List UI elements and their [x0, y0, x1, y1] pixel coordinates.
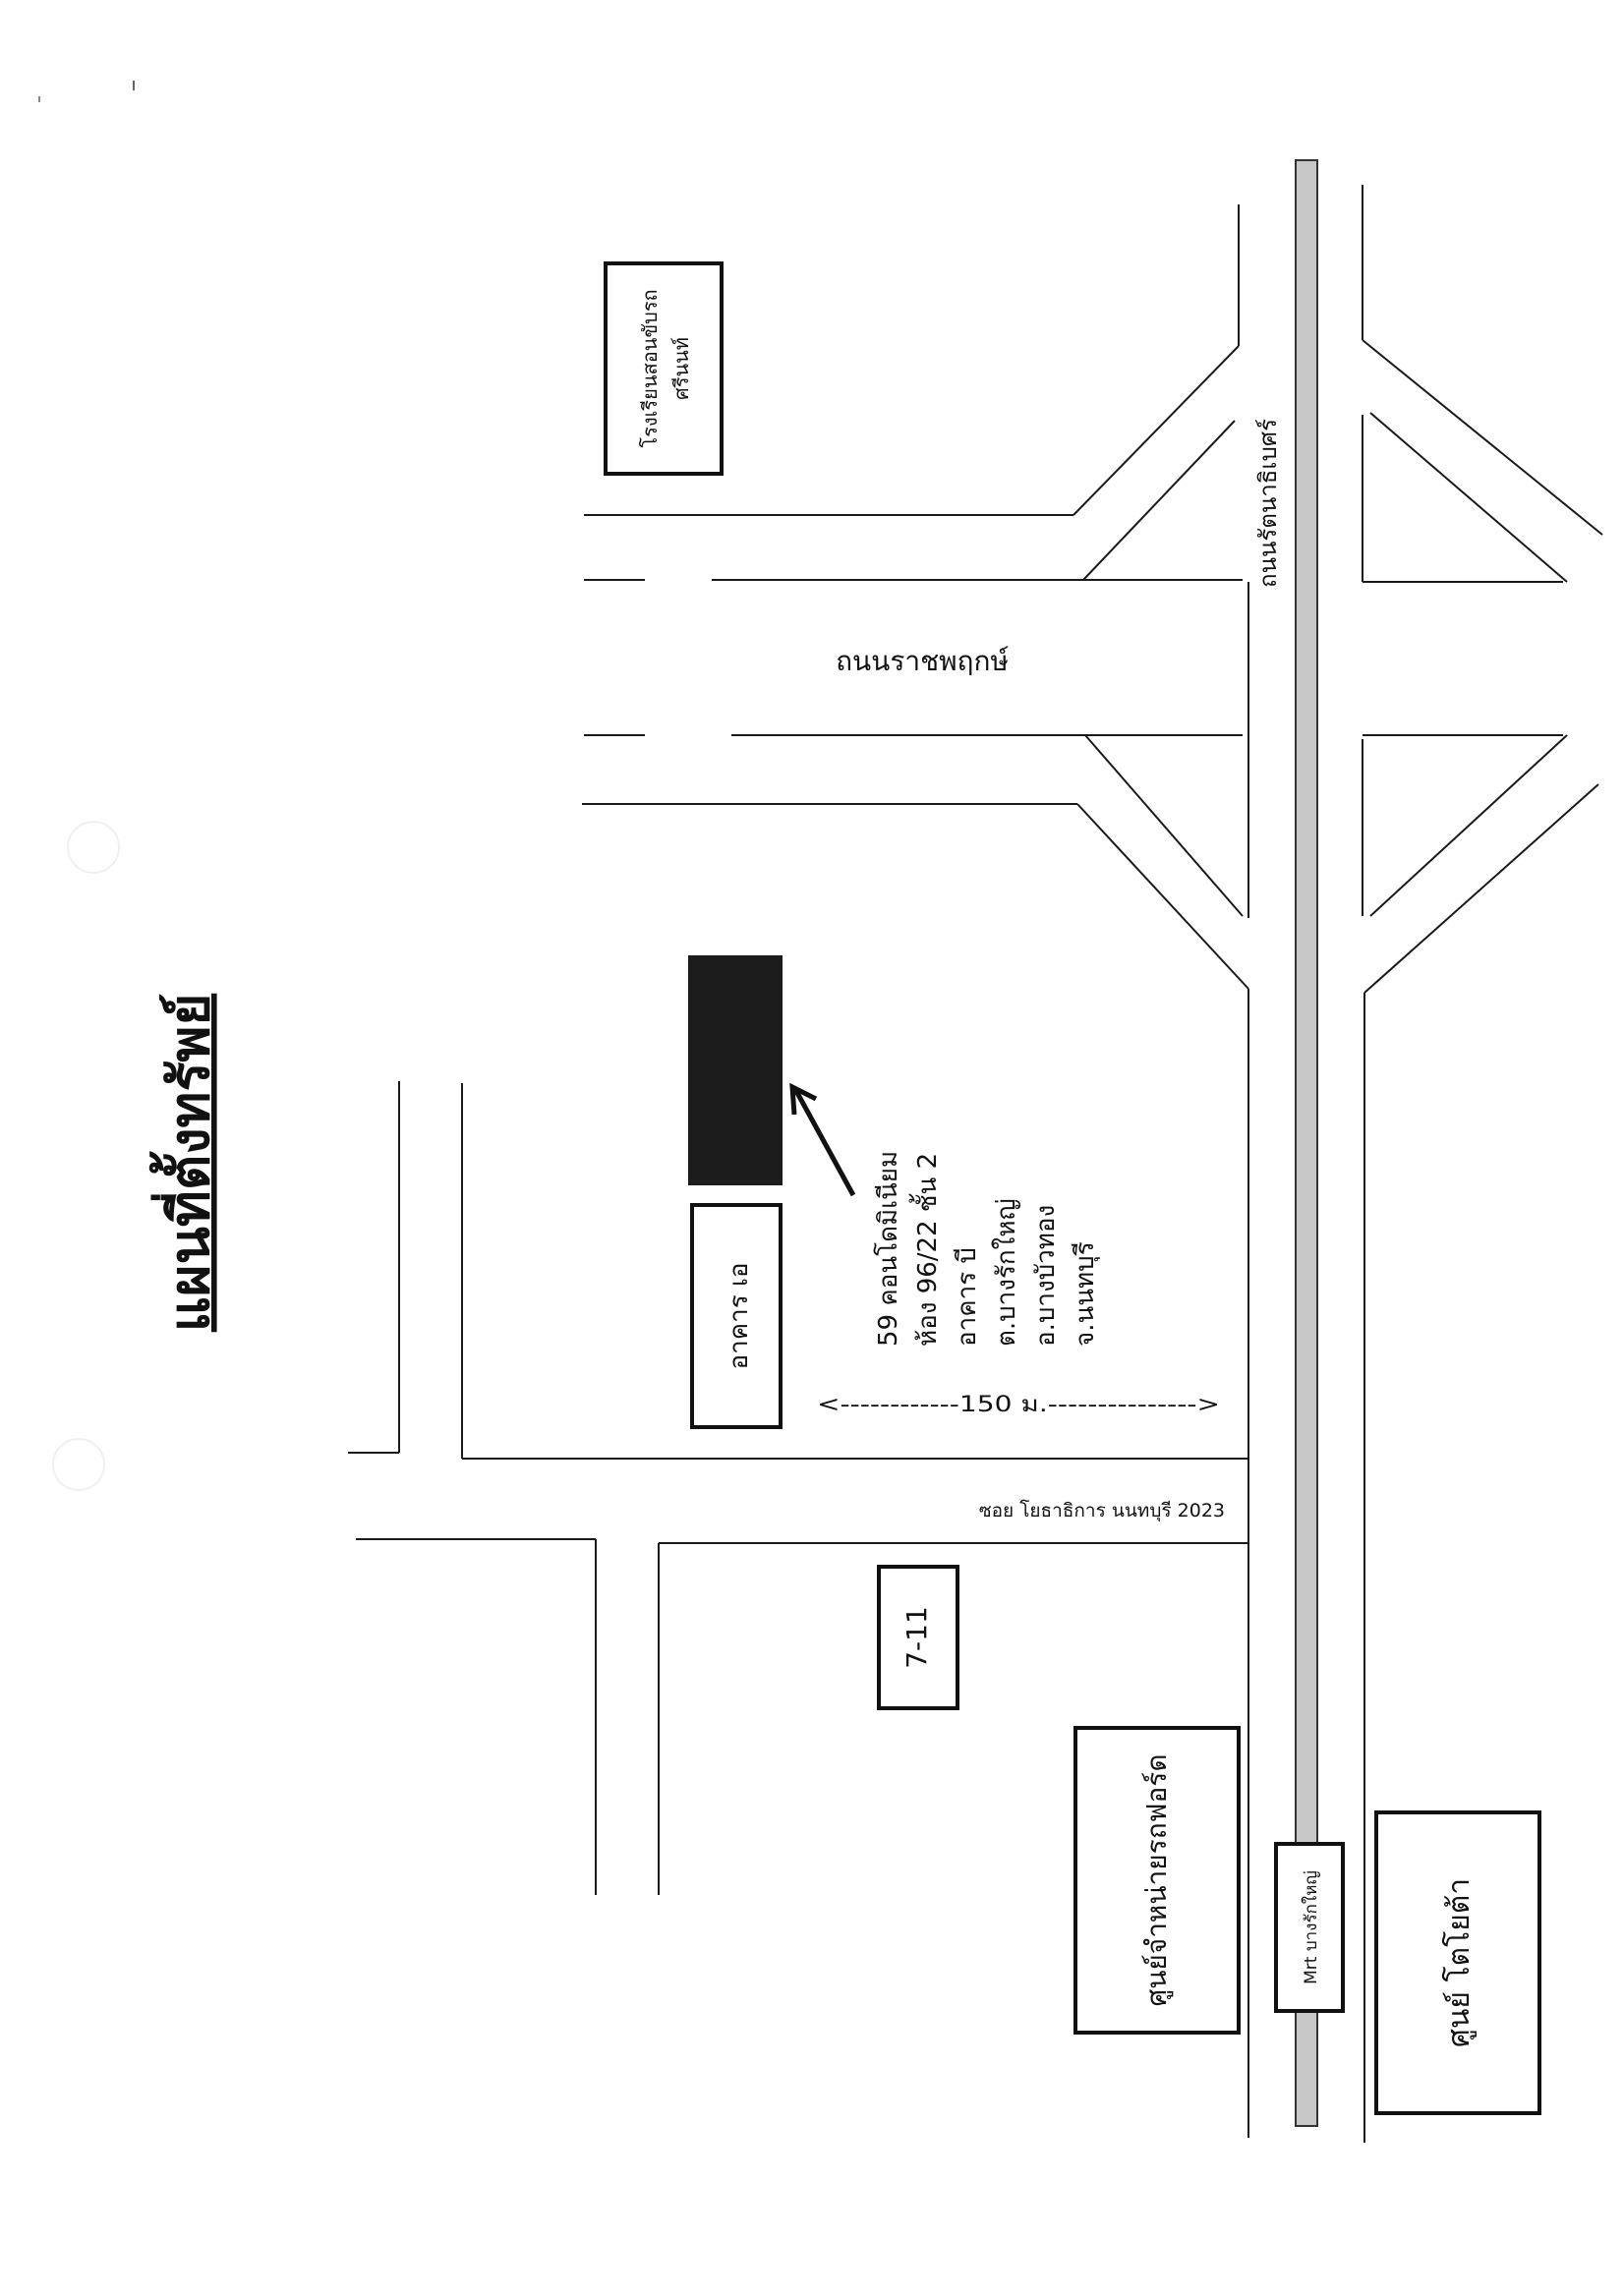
address-line4: ต.บางรักใหญ่: [992, 1198, 1021, 1347]
mrt-station-landmark: Mrt บางรักใหญ่: [1274, 1842, 1345, 2013]
mrt-track: [1295, 159, 1318, 2127]
address-line1: 59 คอนโดมิเนียม: [873, 1151, 903, 1347]
distance-label: <------------150 ม.--------------->: [817, 1393, 1220, 1417]
property-address: 59 คอนโดมิเนียม ห้อง 96/22 ชั้น 2 อาคาร …: [873, 1151, 1100, 1347]
address-line3: อาคาร บี: [953, 1247, 982, 1347]
main-road-ratanathibet: [1238, 159, 1365, 2143]
scan-marks: [38, 81, 135, 1491]
soi-roads: [348, 1081, 1248, 1895]
ford-dealer-label: ศูนย์จำหน่ายรถฟอร์ด: [1140, 1753, 1174, 2006]
ratchaphruek-road: [582, 339, 1603, 994]
map-title: แผนที่ตั้งทรัพย์: [149, 994, 222, 1333]
address-line5: อ.บางบัวทอง: [1031, 1205, 1061, 1347]
address-line2: ห้อง 96/22 ชั้น 2: [908, 1153, 943, 1347]
soi-label: ซอย โยธาธิการ นนทบุรี 2023: [979, 1499, 1225, 1522]
driving-school-name-line2: ศรีนนท์: [669, 337, 693, 400]
ford-dealer-landmark: ศูนย์จำหน่ายรถฟอร์ด: [1073, 1726, 1241, 2035]
ratchaphruek-road-label: ถนนราชพฤกษ์: [836, 645, 1009, 677]
toyota-landmark: ศูนย์ โตโยต้า: [1374, 1810, 1541, 2115]
ratanathibet-road-label: ถนนรัตนาธิเบศร์: [1254, 419, 1282, 588]
building-a-label: อาคาร เอ: [725, 1263, 754, 1370]
driving-school-name-line1: โรงเรียนสอนขับรถ: [638, 289, 662, 447]
driving-school-landmark: โรงเรียนสอนขับรถ ศรีนนท์: [604, 261, 724, 476]
seven-eleven-landmark: 7-11: [877, 1565, 959, 1710]
mrt-station-label: Mrt บางรักใหญ่: [1301, 1870, 1321, 1984]
pointer-arrow: [789, 1082, 856, 1197]
address-line6: จ.นนทบุรี: [1071, 1241, 1100, 1347]
seven-eleven-label: 7-11: [900, 1606, 933, 1669]
building-a-landmark: อาคาร เอ: [690, 1203, 783, 1429]
target-building-b: [688, 955, 783, 1185]
toyota-label: ศูนย์ โตโยต้า: [1441, 1878, 1477, 2047]
